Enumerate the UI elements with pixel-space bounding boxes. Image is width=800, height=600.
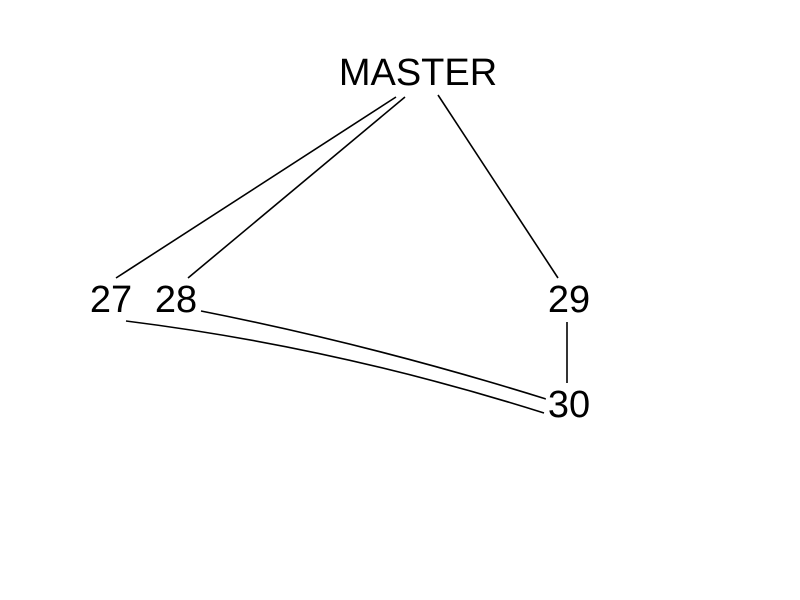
node-label-n28: 28 [152,279,200,321]
edge-master-to-n29 [437,94,559,279]
node-label-master: MASTER [336,52,500,94]
node-label-n27: 27 [87,279,135,321]
edge-n27-to-n30 [125,320,545,414]
edge-master-to-n28 [187,96,406,279]
node-label-n30: 30 [545,384,593,426]
edge-master-to-n27 [115,96,397,279]
edge-n28-to-n30 [200,310,547,400]
node-label-n29: 29 [545,279,593,321]
